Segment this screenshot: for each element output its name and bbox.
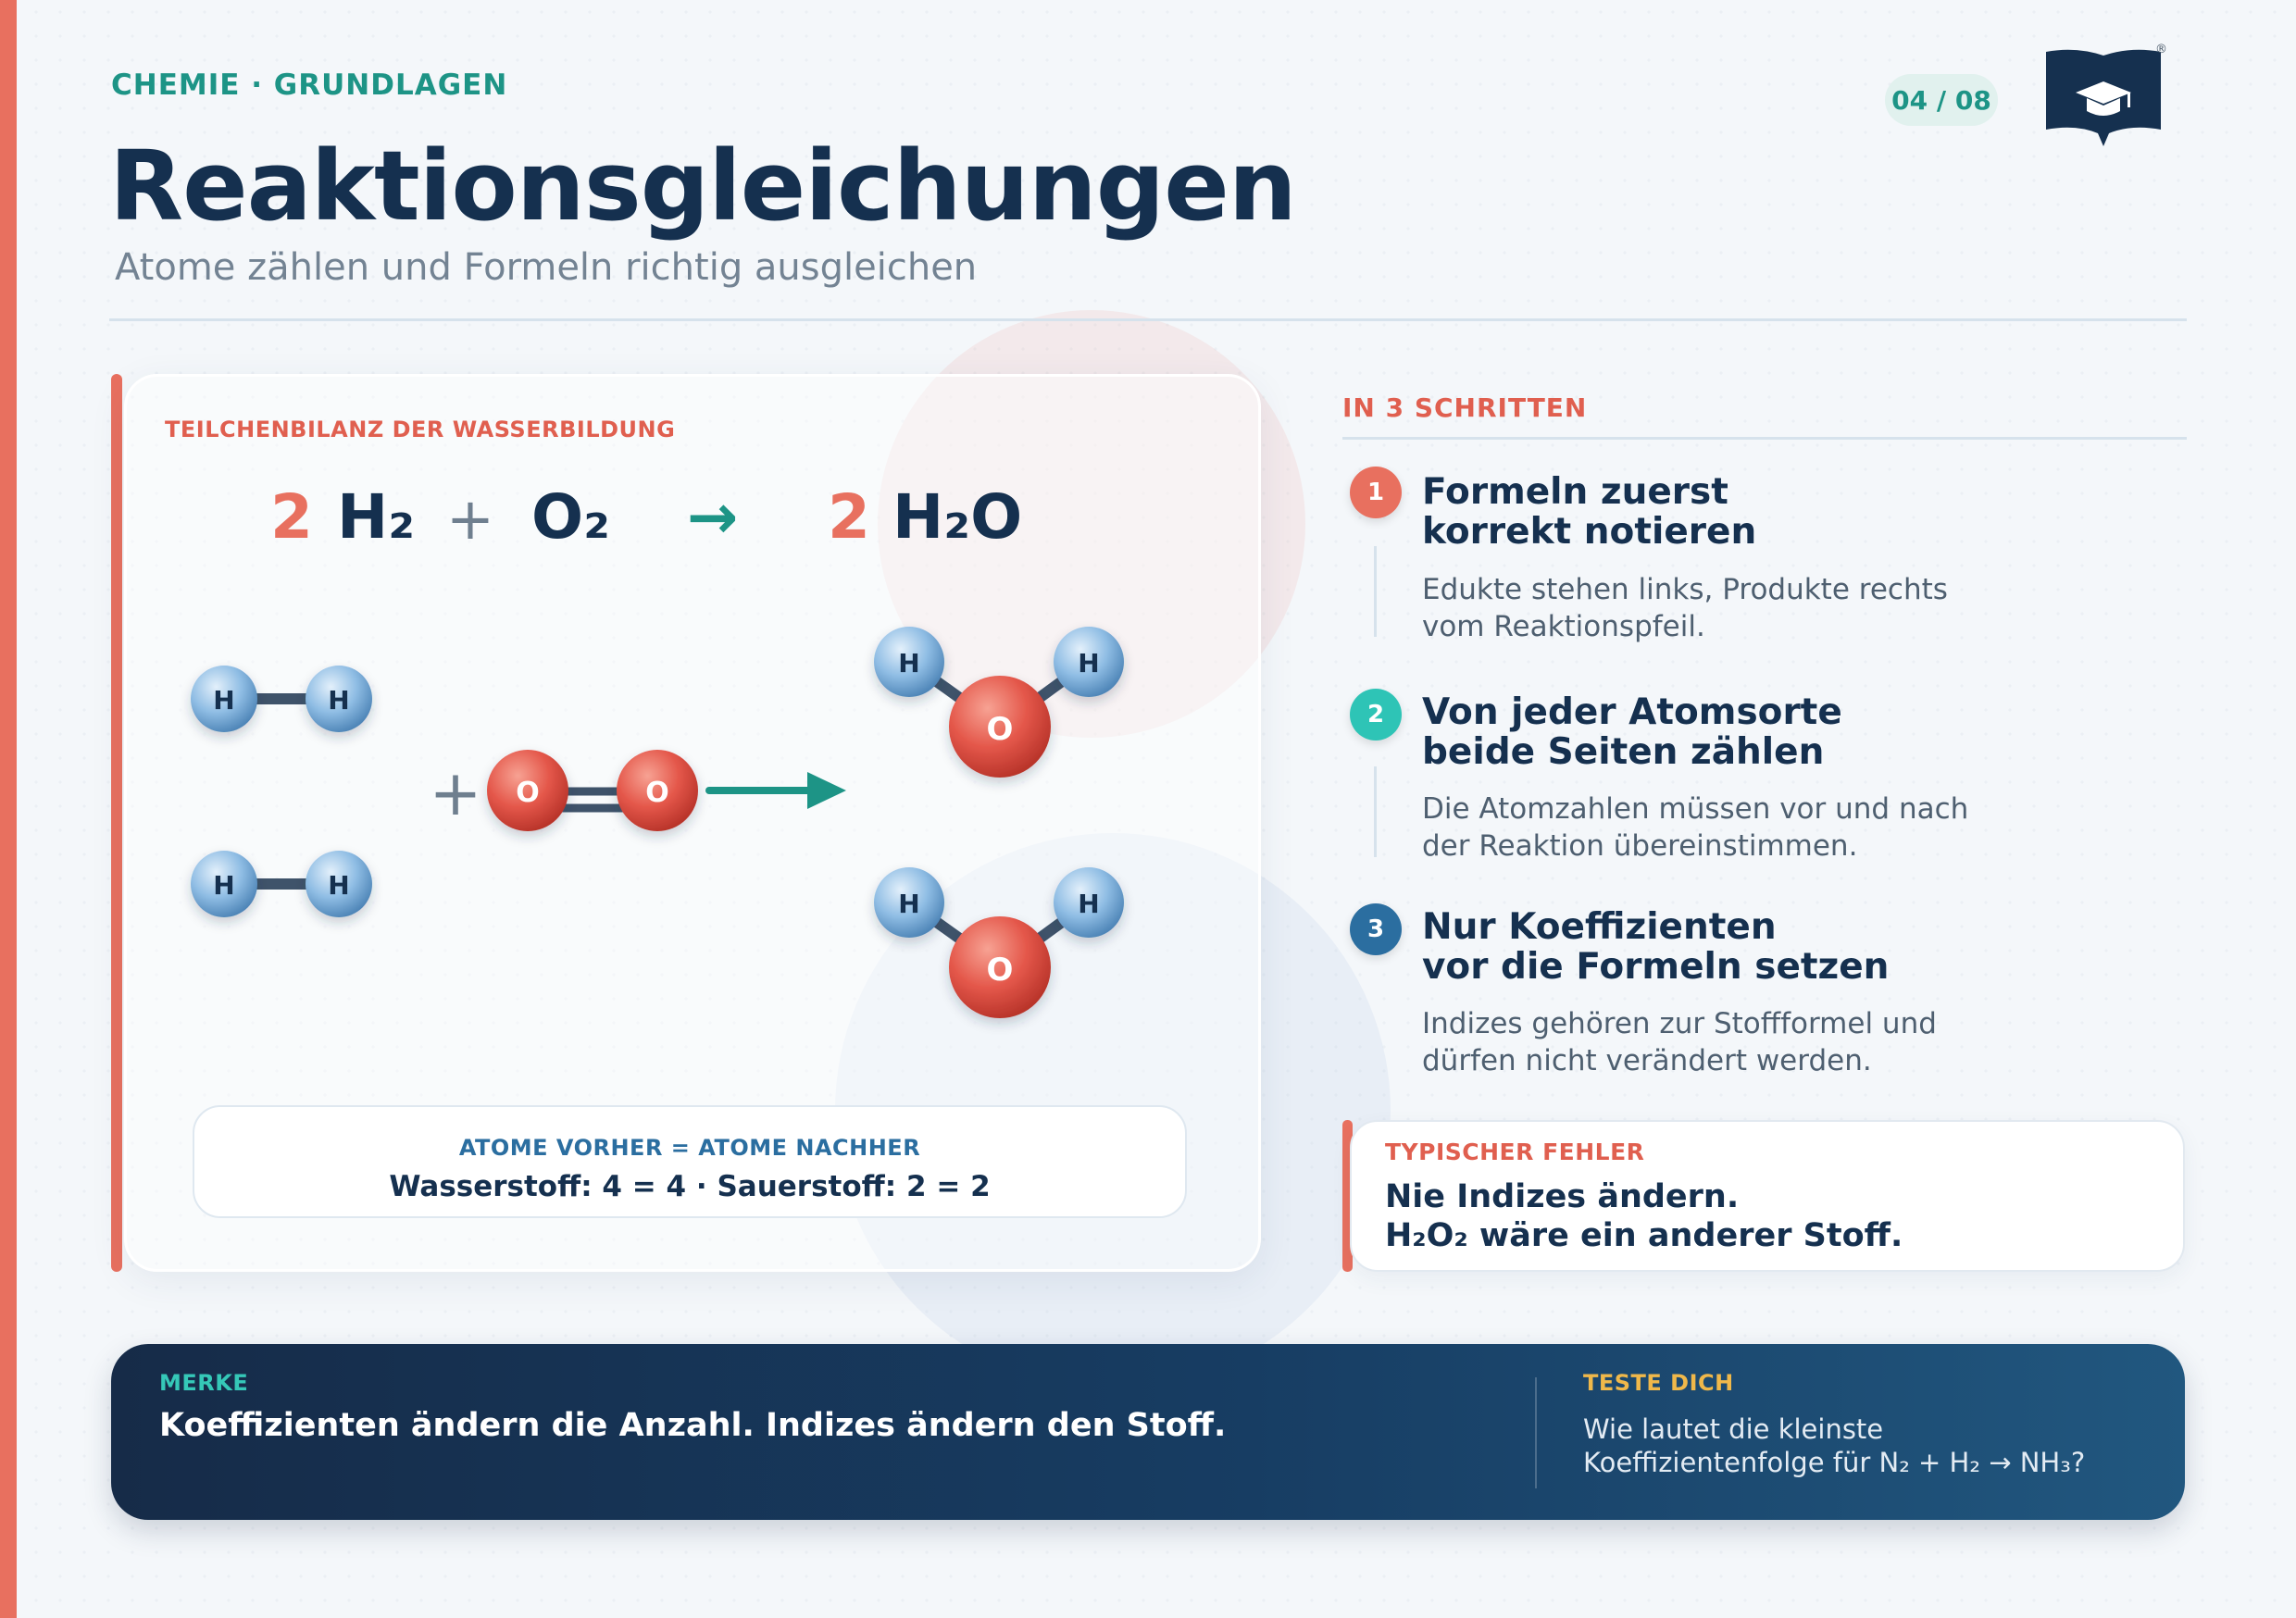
step-connector-line: [1374, 766, 1377, 857]
h2o-molecule-1: H H O: [874, 627, 1124, 778]
balance-text: Wasserstoff: 4 = 4 · Sauerstoff: 2 = 2: [389, 1170, 991, 1203]
hydrogen-atom: [191, 666, 257, 732]
step-connector-line: [1374, 546, 1377, 637]
error-accent-bar: [1342, 1120, 1353, 1272]
page-subtitle: Atome zählen und Formeln richtig ausglei…: [115, 246, 978, 289]
oxygen-atom: [617, 750, 698, 831]
step-title: Formeln zuerst korrekt notieren: [1422, 471, 1757, 553]
atom-label: O: [987, 711, 1014, 748]
oxygen-atom: [949, 916, 1051, 1018]
page-indicator-badge: 04 / 08: [1885, 74, 1998, 126]
atom-balance-box: ATOME VORHER = ATOME NACHHER Wasserstoff…: [193, 1105, 1187, 1218]
summary-band: [111, 1344, 2185, 1520]
reaction-arrow: →: [687, 481, 739, 553]
atom-label: O: [987, 952, 1014, 989]
subject-kicker: CHEMIE · GRUNDLAGEN: [111, 68, 508, 102]
h2-molecule-1: H H: [191, 666, 372, 732]
step-title: Nur Koeffizienten vor die Formeln setzen: [1422, 906, 1890, 988]
merke-text: Koeffizienten ändern die Anzahl. Indizes…: [159, 1407, 1227, 1444]
coefficient-h2: 2: [270, 481, 313, 553]
error-text: Nie Indizes ändern. H₂O₂ wäre ein andere…: [1385, 1178, 1903, 1254]
steps-heading: IN 3 SCHRITTEN: [1342, 392, 1588, 423]
registered-mark: ®: [2155, 43, 2167, 56]
atom-label: O: [516, 777, 540, 809]
steps-divider: [1342, 437, 2187, 440]
hydrogen-atom: [1054, 627, 1124, 697]
atom-label: H: [1078, 889, 1099, 919]
merke-label: MERKE: [159, 1370, 249, 1396]
test-question: Wie lautet die kleinste Koeffizientenfol…: [1583, 1413, 2086, 1478]
coefficient-h2o: 2: [828, 481, 870, 553]
step-description: Edukte stehen links, Produkte rechts vom…: [1422, 573, 1948, 643]
left-accent-bar: [0, 0, 17, 1618]
step-number-badge: 3: [1350, 903, 1402, 955]
plus-sign: +: [446, 485, 494, 553]
error-label: TYPISCHER FEHLER: [1385, 1139, 1645, 1165]
plus-sign: +: [430, 757, 482, 830]
test-label: TESTE DICH: [1583, 1370, 1734, 1396]
oxygen-atom: [487, 750, 568, 831]
oxygen-atom: [949, 676, 1051, 778]
band-divider: [1535, 1377, 1537, 1488]
formula-h2: H₂: [337, 481, 416, 553]
card-accent-bar: [111, 374, 122, 1272]
figure-label: TEILCHENBILANZ DER WASSERBILDUNG: [165, 417, 676, 442]
balance-label: ATOME VORHER = ATOME NACHHER: [458, 1135, 921, 1161]
step-description: Indizes gehören zur Stoffformel und dürf…: [1422, 1007, 1937, 1077]
reaction-arrow-graphic: [705, 772, 846, 809]
h2o-molecule-2: H H O: [874, 867, 1124, 1018]
hydrogen-atom: [1054, 867, 1124, 938]
hydrogen-atom: [306, 666, 372, 732]
hydrogen-atom: [306, 851, 372, 917]
graduation-cap-book-icon: [2046, 49, 2161, 146]
atom-label: H: [1078, 648, 1099, 678]
step-description: Die Atomzahlen müssen vor und nach der R…: [1422, 792, 1969, 863]
atom-label: H: [898, 648, 919, 678]
o2-molecule: O O: [487, 750, 698, 831]
atom-label: O: [645, 777, 669, 809]
hydrogen-atom: [874, 627, 944, 697]
hydrogen-atom: [191, 851, 257, 917]
page-title: Reaktionsgleichungen: [109, 130, 1297, 243]
atom-label: H: [898, 889, 919, 919]
step-title: Von jeder Atomsorte beide Seiten zählen: [1422, 691, 1842, 773]
typical-error-card: [1350, 1120, 2185, 1272]
atom-label: H: [328, 685, 349, 716]
step-number-badge: 2: [1350, 689, 1402, 741]
step-number-badge: 1: [1350, 467, 1402, 518]
atom-label: H: [213, 685, 234, 716]
hydrogen-atom: [874, 867, 944, 938]
header-divider: [109, 318, 2187, 321]
h2-molecule-2: H H: [191, 851, 372, 917]
atom-label: H: [328, 870, 349, 901]
molecule-diagram: H H H H + O O H H O: [191, 627, 1124, 1018]
formula-h2o: H₂O: [892, 481, 1023, 553]
atom-label: H: [213, 870, 234, 901]
formula-o2: O₂: [531, 481, 611, 553]
